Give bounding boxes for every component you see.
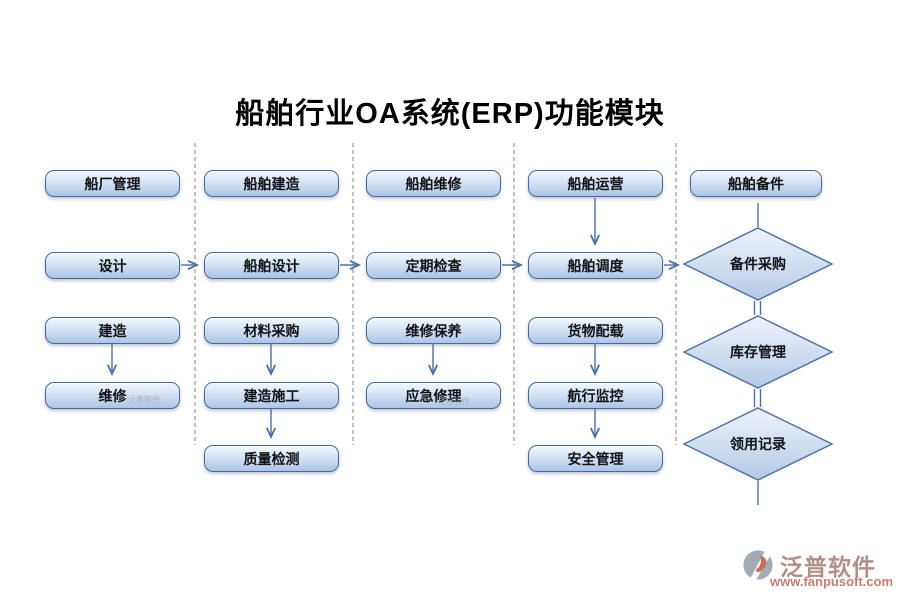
node-ship-spareparts: 船舶备件 bbox=[690, 170, 822, 197]
diamond-usage-record-shape bbox=[682, 407, 834, 481]
node-build: 建造 bbox=[45, 317, 180, 344]
node-periodic-inspection: 定期检查 bbox=[366, 252, 501, 279]
node-construction: 建造施工 bbox=[204, 382, 339, 409]
fanpusoft-logo-icon bbox=[743, 549, 773, 581]
node-ship-building: 船舶建造 bbox=[204, 170, 339, 197]
node-repair: 维修 bbox=[45, 382, 180, 409]
diagram-title: 船舶行业OA系统(ERP)功能模块 bbox=[235, 98, 665, 130]
node-ship-design: 船舶设计 bbox=[204, 252, 339, 279]
diamond-spare-purchase-shape bbox=[682, 227, 834, 301]
node-quality-inspection: 质量检测 bbox=[204, 445, 339, 472]
node-cargo-stowage: 货物配载 bbox=[528, 317, 663, 344]
node-material-purchase: 材料采购 bbox=[204, 317, 339, 344]
fanpusoft-watermark: 泛普软件 www.fanpusoft.com bbox=[740, 548, 895, 590]
node-shipyard-management: 船厂管理 bbox=[45, 170, 180, 197]
watermark-brand-text: 泛普软件 bbox=[780, 554, 876, 580]
node-ship-maintenance: 船舶维修 bbox=[366, 170, 501, 197]
node-safety-management: 安全管理 bbox=[528, 445, 663, 472]
watermark-url-text: www.fanpusoft.com bbox=[770, 574, 894, 589]
node-navigation-monitoring: 航行监控 bbox=[528, 382, 663, 409]
node-maintenance-upkeep: 维修保养 bbox=[366, 317, 501, 344]
node-design: 设计 bbox=[45, 252, 180, 279]
diamond-inventory-management-shape bbox=[682, 315, 834, 389]
node-ship-operation: 船舶运营 bbox=[528, 170, 663, 197]
column-separators bbox=[194, 143, 677, 445]
node-emergency-repair: 应急修理 bbox=[366, 382, 501, 409]
node-ship-dispatch: 船舶调度 bbox=[528, 252, 663, 279]
